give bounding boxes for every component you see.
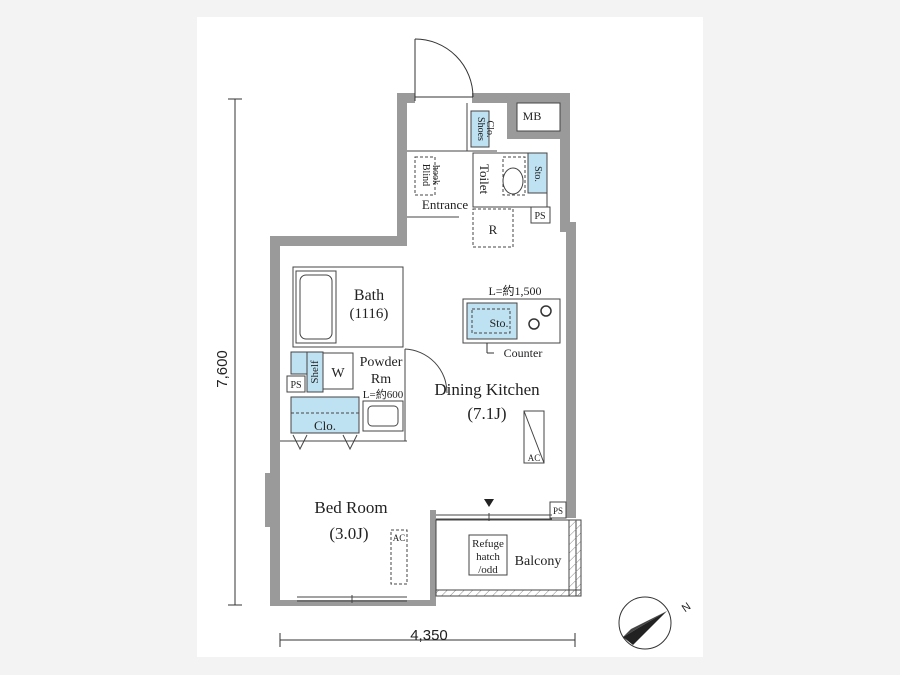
bath-room	[292, 266, 404, 348]
left-blue-block	[290, 351, 308, 375]
counter-label: Counter	[504, 346, 543, 360]
height-dimension-label: 7,600	[214, 350, 231, 388]
refuge-label-3: /odd	[478, 564, 498, 576]
bath-size-label: (1116)	[350, 306, 389, 322]
dining-kitchen-label: Dining Kitchen	[434, 380, 540, 399]
sink-icon	[471, 308, 511, 334]
ac-dk-label: AC	[528, 453, 541, 463]
powder-label-2: Rm	[371, 372, 391, 387]
toilet-storage	[527, 152, 548, 194]
balcony-railing-side	[568, 519, 582, 597]
shelf-label: Shelf	[309, 360, 321, 384]
ps-left-box	[286, 375, 306, 393]
shoes-closet	[470, 110, 490, 148]
refrigerator-label: R	[489, 222, 498, 237]
entry-door	[414, 38, 474, 101]
refuge-label-2: hatch	[476, 551, 500, 563]
blind-hook	[414, 156, 436, 196]
washer-label: W	[331, 366, 345, 381]
balcony-label: Balcony	[515, 554, 562, 569]
width-dimension-label: 4,350	[410, 627, 448, 644]
mb-label: MB	[523, 109, 542, 123]
bedroom-window	[297, 595, 407, 603]
powder-label-1: Powder	[360, 355, 403, 370]
closet-doors	[292, 434, 358, 451]
bathtub	[295, 270, 337, 344]
ac-bed-label: AC	[393, 533, 406, 543]
kitchen-counter	[462, 298, 561, 344]
entrance-label: Entrance	[422, 197, 468, 212]
ps-top-box	[530, 206, 551, 224]
compass-icon	[618, 596, 672, 650]
bathtub-icon	[299, 274, 333, 340]
refuge-label-1: Refuge	[472, 538, 504, 550]
counter-length-label: L=約1,500	[488, 283, 541, 298]
refuge-hatch	[468, 534, 508, 576]
entry-arrow-icon	[484, 499, 494, 507]
closet-label: Clo.	[314, 418, 336, 433]
balcony	[435, 519, 582, 597]
ps-right-label: PS	[553, 506, 563, 516]
ps-right-box	[549, 501, 567, 519]
shoes-closet-label-1: Shoes	[475, 117, 486, 141]
entrance-outline	[407, 103, 497, 218]
toilet-bowl-icon	[502, 167, 524, 195]
ps-top-label: PS	[534, 211, 545, 222]
floor-plan: 7,600 4,350 MB	[214, 38, 693, 650]
shoes-closet-label-2: Clo.	[484, 121, 495, 138]
floor-plan-sheet: 7,600 4,350 MB	[197, 17, 703, 657]
toilet-storage-label: Sto.	[532, 166, 543, 182]
kitchen-storage-label: Sto.	[489, 316, 508, 330]
exterior-walls	[265, 93, 576, 606]
bedroom-size-label: (3.0J)	[329, 524, 368, 543]
burner-icon	[528, 318, 540, 330]
bath-label: Bath	[354, 287, 384, 304]
blind-hook-label-1: Blind	[420, 164, 431, 186]
vanity	[362, 400, 404, 432]
toilet-label: Toilet	[477, 164, 492, 195]
bedroom-label: Bed Room	[314, 498, 387, 517]
balcony-railing	[435, 589, 582, 597]
compass-north-label: N	[680, 601, 693, 615]
dining-kitchen-size-label: (7.1J)	[467, 404, 506, 423]
ac-unit-dk	[523, 410, 545, 464]
toilet-room	[472, 152, 548, 208]
ac-unit-bed	[390, 529, 408, 585]
washer-space	[322, 352, 354, 390]
powder-door	[404, 348, 448, 394]
vanity-length-label: L=約600	[363, 387, 404, 401]
burner-icon	[540, 305, 552, 317]
closet	[290, 396, 360, 434]
refrigerator-space	[472, 208, 514, 248]
height-dimension: 7,600	[214, 98, 242, 606]
ps-left-label: PS	[290, 380, 301, 391]
basin-icon	[367, 405, 399, 427]
mb-box	[516, 102, 561, 132]
width-dimension: 4,350	[279, 627, 576, 647]
blind-hook-label-2: hook	[430, 165, 441, 185]
